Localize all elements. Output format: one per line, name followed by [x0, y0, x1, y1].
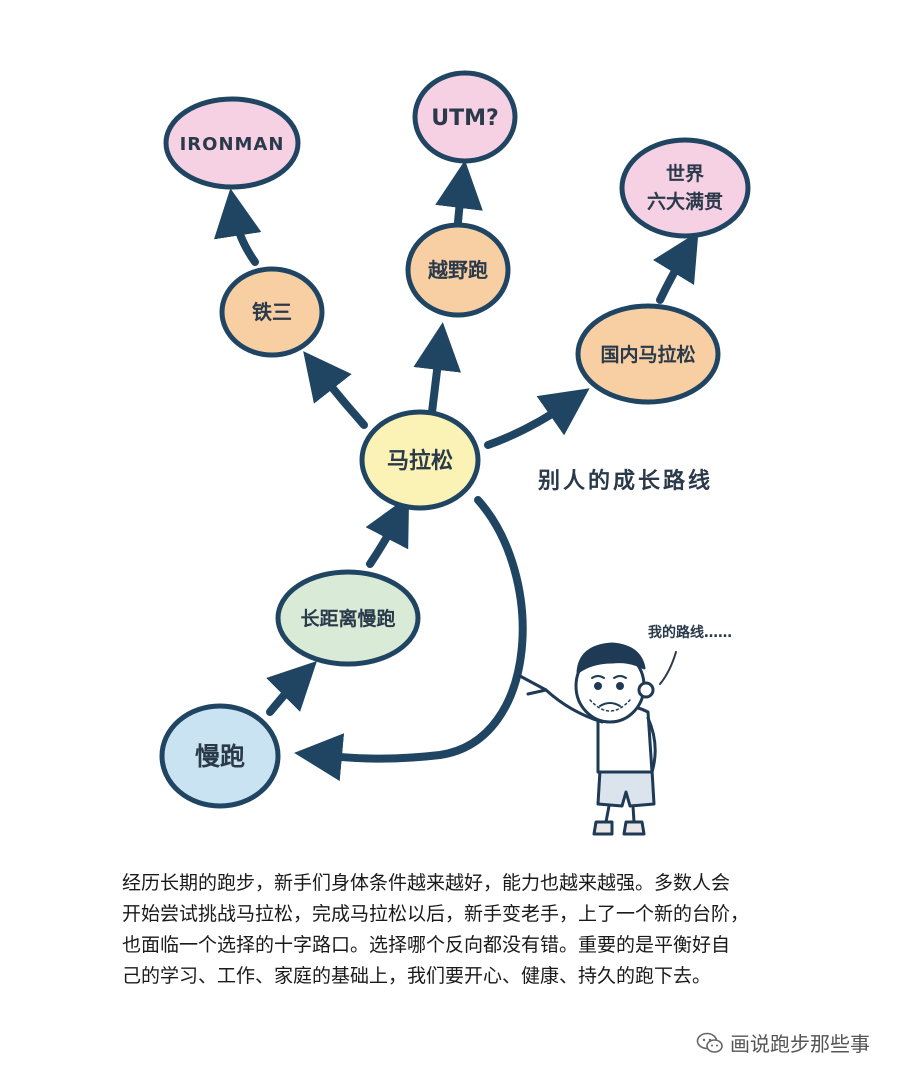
caption-line-3: 也面临一个选择的十字路口。选择哪个反向都没有错。重要的是平衡好自 — [122, 934, 731, 956]
caption-line-4: 己的学习、工作、家庭的基础上，我们要开心、健康、持久的跑下去。 — [122, 965, 712, 987]
label-majors-line2: 六大满贯 — [647, 190, 723, 213]
annotation-others-route: 别人的成长路线 — [537, 468, 713, 494]
node-domestic-marathon — [575, 303, 721, 405]
annotation-my-route: 我的路线…… — [648, 624, 732, 641]
label-majors-line1: 世界 — [666, 163, 704, 185]
label-utm: UTM? — [431, 106, 499, 131]
arrow-domestic-to-majors — [653, 231, 699, 304]
node-majors — [619, 137, 751, 239]
node-trail — [405, 222, 511, 318]
node-marathon — [359, 409, 481, 511]
caption-line-2: 开始尝试挑战马拉松，完成马拉松以后，新手变老手，上了一个新的台阶， — [122, 903, 750, 925]
label-domestic-marathon: 国内马拉松 — [600, 343, 695, 366]
arrow-marathon-to-trail — [413, 322, 462, 416]
speech-tick — [659, 651, 677, 685]
label-triathlon: 铁三 — [252, 300, 292, 324]
label-jogging: 慢跑 — [195, 742, 245, 771]
arrow-trail-to-utm — [435, 160, 483, 226]
wechat-icon — [696, 1032, 723, 1053]
arrow-marathon-back-to-jogging — [294, 496, 527, 782]
label-ironman: IRONMAN — [180, 134, 285, 155]
arrow-marathon-to-domestic — [484, 388, 590, 449]
arrow-jogging-to-long — [266, 661, 317, 716]
node-ironman — [163, 96, 301, 190]
label-marathon: 马拉松 — [387, 448, 453, 474]
node-utm — [412, 70, 518, 164]
node-long-distance — [275, 569, 421, 667]
cartoon-runner — [518, 642, 657, 836]
arrow-triathlon-to-ironman — [213, 188, 262, 266]
arrow-marathon-to-triathlon — [303, 351, 368, 429]
growth-route-diagram: IRONMAN UTM? 世界 六大满贯 铁三 越野跑 国内马拉松 马拉松 长距… — [159, 70, 751, 836]
label-trail: 越野跑 — [427, 258, 488, 282]
node-jogging — [159, 703, 281, 809]
arrow-long-to-marathon — [365, 495, 410, 568]
caption-line-1: 经历长期的跑步，新手们身体条件越来越好，能力也越来越强。多数人会 — [122, 872, 731, 894]
watermark-text: 画说跑步那些事 — [730, 1032, 870, 1056]
node-triathlon — [219, 266, 325, 358]
label-long-distance: 长距离慢跑 — [300, 607, 395, 630]
watermark: 画说跑步那些事 — [696, 1028, 870, 1057]
